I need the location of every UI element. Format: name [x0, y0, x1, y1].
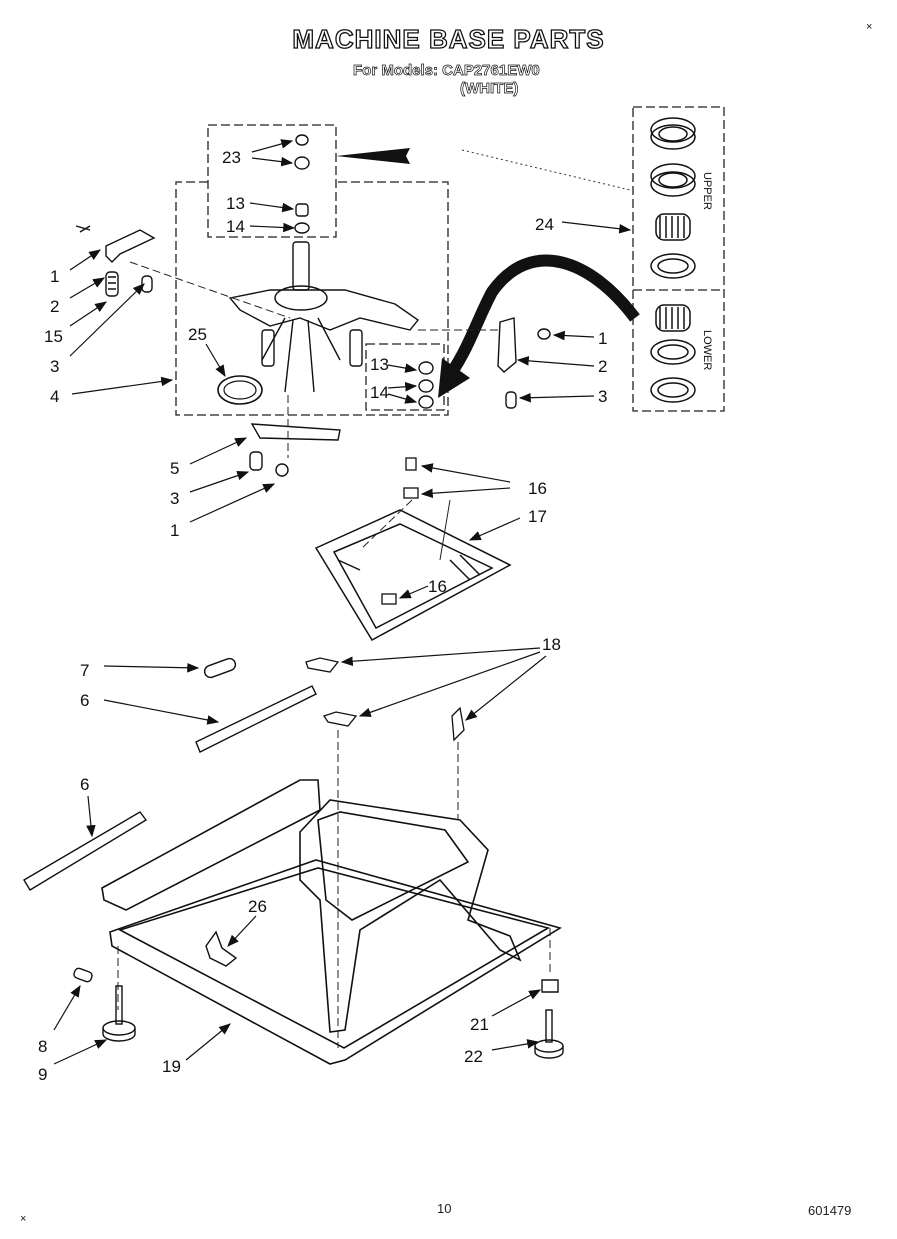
callout-25: 25 — [188, 325, 207, 344]
callout-17: 17 — [528, 507, 547, 526]
leveling-foot-left — [73, 967, 136, 1042]
callout-21: 21 — [470, 1015, 489, 1034]
callout-24: 24 — [535, 215, 554, 234]
bearing-box-top — [207, 124, 337, 238]
corner-mark: × — [866, 21, 872, 33]
callout-2: 2 — [598, 357, 607, 376]
lower-label: LOWER — [701, 330, 713, 370]
corner-mark: × — [20, 1213, 26, 1225]
slide-bar-6 — [23, 685, 317, 891]
tub-support-ring — [314, 509, 512, 641]
callout-19: 19 — [162, 1057, 181, 1076]
callout-14: 14 — [226, 217, 245, 236]
page-title: MACHINE BASE PARTS — [292, 23, 605, 54]
filled-arrow — [336, 148, 410, 164]
callout-14: 14 — [370, 383, 389, 402]
spring-7 — [203, 657, 237, 679]
callout-18: 18 — [542, 635, 561, 654]
drive-spider — [228, 241, 420, 393]
callout-7: 7 — [80, 661, 89, 680]
agitator-assembly-box — [175, 181, 449, 416]
pad-18 — [305, 657, 465, 742]
seal-ring-25 — [217, 375, 263, 405]
callout-15: 15 — [44, 327, 63, 346]
lower-bracket-parts — [249, 423, 341, 477]
callout-9: 9 — [38, 1065, 47, 1084]
page-number: 10 — [437, 1201, 452, 1216]
callout-1: 1 — [50, 267, 59, 286]
callout-13: 13 — [226, 194, 245, 213]
right-bracket-parts — [497, 317, 551, 409]
callout-3: 3 — [170, 489, 179, 508]
leader-arrows — [53, 139, 632, 1065]
seal-kit-box — [632, 106, 725, 412]
bearing-stack-side — [418, 361, 434, 409]
callout-6: 6 — [80, 691, 89, 710]
callout-22: 22 — [464, 1047, 483, 1066]
callout-26: 26 — [248, 897, 267, 916]
callout-1: 1 — [598, 329, 607, 348]
upper-label: UPPER — [701, 172, 713, 210]
callout-3: 3 — [50, 357, 59, 376]
callout-2: 2 — [50, 297, 59, 316]
base-frame — [101, 779, 562, 1065]
callout-4: 4 — [50, 387, 59, 406]
callout-labels: 23 13 14 1 2 15 3 4 25 13 14 24 1 2 3 5 … — [38, 148, 607, 1084]
pad-16 — [381, 457, 419, 605]
large-curved-arrow — [446, 254, 640, 376]
callout-16: 16 — [528, 479, 547, 498]
callout-3: 3 — [598, 387, 607, 406]
callout-6: 6 — [80, 775, 89, 794]
leveling-foot-right — [534, 979, 564, 1059]
callout-8: 8 — [38, 1037, 47, 1056]
callout-16: 16 — [428, 577, 447, 596]
seal-kit-parts — [650, 117, 696, 403]
color-line: (WHITE) — [460, 80, 519, 98]
models-line: For Models: CAP2761EW0 — [353, 62, 540, 80]
callout-23: 23 — [222, 148, 241, 167]
bearing-stack-top — [294, 134, 310, 234]
callout-1: 1 — [170, 521, 179, 540]
clip-26 — [205, 930, 238, 967]
callout-13: 13 — [370, 355, 389, 374]
callout-5: 5 — [170, 459, 179, 478]
document-number: 601479 — [808, 1203, 852, 1218]
